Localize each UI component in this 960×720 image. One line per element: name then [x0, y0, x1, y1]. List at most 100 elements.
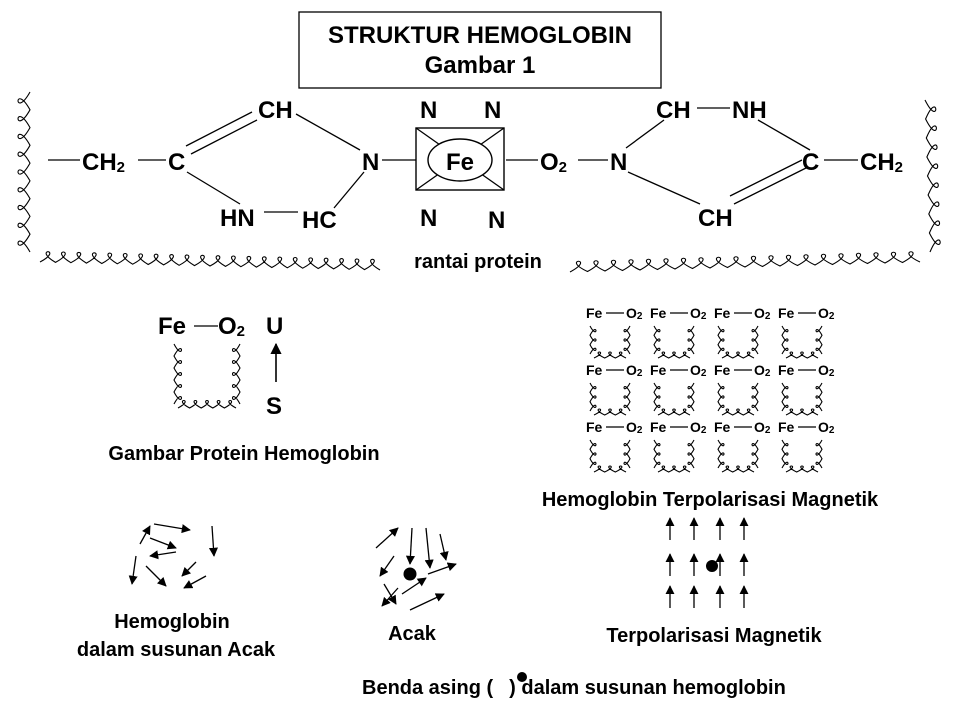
- grid-coil-right: [751, 382, 759, 412]
- random-foreign-arrow: [424, 527, 434, 569]
- bond-nh-c: [757, 119, 811, 151]
- label-c-left: C: [168, 149, 185, 176]
- label-ch2-left: CH2: [82, 149, 125, 176]
- foreign-object-dot-polarized: [706, 560, 718, 572]
- random-foreign-arrow: [375, 527, 399, 549]
- panel-coil-bottom: [177, 400, 237, 409]
- random-arrow: [145, 565, 167, 587]
- random-arrow: [139, 525, 151, 545]
- chain-coil-right: [924, 99, 941, 253]
- grid-coil-left: [653, 382, 661, 412]
- label-n-top-1: N: [420, 97, 437, 124]
- footer-caption: Benda asing () dalam susunan hemoglobin: [362, 677, 786, 699]
- polarized-foreign-arrows: [665, 517, 749, 608]
- grid-coil-bottom: [785, 465, 819, 473]
- label-c-right: C: [802, 149, 819, 176]
- polarized-foreign-caption: Terpolarisasi Magnetik: [606, 625, 822, 647]
- grid-coil-left: [717, 439, 725, 469]
- random-arrow: [183, 575, 207, 589]
- random-arrow: [149, 550, 177, 560]
- grid-coil-left: [589, 325, 597, 355]
- label-nh: NH: [732, 97, 767, 124]
- random-arrow: [208, 525, 218, 557]
- heme-structure: CH2 C CH N HN HC Fe N N N N O2 N CH NH: [48, 97, 903, 273]
- random-foreign-caption: Acak: [388, 623, 437, 645]
- grid-coil-bottom: [657, 351, 691, 359]
- label-ch-top-right: CH: [656, 97, 691, 124]
- grid-coil-left: [653, 439, 661, 469]
- label-n-top-2: N: [484, 97, 501, 124]
- double-bond-b: [190, 119, 258, 155]
- grid-coil-right: [623, 325, 631, 355]
- grid-coil-bottom: [657, 408, 691, 416]
- label-ch-top-left: CH: [258, 97, 293, 124]
- footer-foreign-dot: [517, 672, 527, 682]
- grid-coil-right: [751, 439, 759, 469]
- bond-n-ch-right: [625, 119, 665, 149]
- grid-o2-label: O2: [690, 305, 707, 322]
- random-foreign-arrow: [383, 583, 397, 605]
- random-arrow: [153, 523, 191, 534]
- grid-coil-right: [815, 325, 823, 355]
- polarized-grid-caption: Hemoglobin Terpolarisasi Magnetik: [542, 489, 879, 511]
- grid-cell: Fe O2: [778, 305, 835, 359]
- panel-fe: Fe: [158, 313, 186, 340]
- panel-o2: O2: [218, 313, 245, 340]
- grid-cell: Fe O2: [650, 305, 707, 359]
- label-hn: HN: [220, 205, 255, 232]
- panel-coil-right: [232, 343, 241, 405]
- grid-coil-right: [751, 325, 759, 355]
- grid-coil-right: [623, 439, 631, 469]
- grid-fe-label: Fe: [650, 305, 667, 321]
- grid-fe-label: Fe: [650, 362, 667, 378]
- grid-coil-right: [687, 382, 695, 412]
- title-line-1: STRUKTUR HEMOGLOBIN: [328, 22, 632, 49]
- grid-coil-bottom: [785, 408, 819, 416]
- label-o2: O2: [540, 149, 567, 176]
- grid-coil-bottom: [593, 465, 627, 473]
- bond-hc-n: [333, 171, 365, 209]
- grid-coil-left: [781, 325, 789, 355]
- grid-fe-label: Fe: [650, 419, 667, 435]
- grid-coil-left: [717, 382, 725, 412]
- title-box: STRUKTUR HEMOGLOBIN Gambar 1: [298, 11, 662, 89]
- grid-o2-label: O2: [818, 419, 835, 436]
- random-arrow: [128, 555, 138, 585]
- grid-o2-label: O2: [626, 362, 643, 379]
- protein-panel: Fe O2 U S Gambar Protein Hemoglobin: [108, 313, 379, 465]
- grid-fe-label: Fe: [714, 305, 731, 321]
- footer-caption-after: ) dalam susunan hemoglobin: [509, 677, 786, 699]
- bond-c-hn: [186, 171, 241, 205]
- protein-panel-caption: Gambar Protein Hemoglobin: [108, 443, 379, 465]
- grid-o2-label: O2: [818, 305, 835, 322]
- grid-fe-label: Fe: [778, 362, 795, 378]
- grid-cell: Fe O2: [586, 362, 643, 416]
- label-fe-center: Fe: [446, 149, 474, 176]
- grid-coil-right: [815, 439, 823, 469]
- label-hc: HC: [302, 207, 337, 234]
- double-bond-c: [733, 167, 807, 205]
- random-arrow: [149, 537, 177, 550]
- label-ch-bottom-right: CH: [698, 205, 733, 232]
- grid-coil-left: [781, 439, 789, 469]
- grid-fe-label: Fe: [586, 362, 603, 378]
- panel-u: U: [266, 313, 283, 340]
- grid-o2-label: O2: [754, 419, 771, 436]
- title-line-2: Gambar 1: [425, 52, 536, 79]
- bond-n-ch-bottom: [627, 171, 701, 205]
- grid-coil-bottom: [721, 408, 755, 416]
- grid-coil-left: [589, 439, 597, 469]
- grid-fe-label: Fe: [778, 305, 795, 321]
- grid-coil-bottom: [657, 465, 691, 473]
- chain-coil-left: [17, 91, 31, 253]
- label-n-bottom-2: N: [488, 207, 505, 234]
- grid-coil-bottom: [593, 408, 627, 416]
- grid-coil-bottom: [593, 351, 627, 359]
- protein-chain-coils: [17, 91, 941, 273]
- grid-coil-right: [687, 325, 695, 355]
